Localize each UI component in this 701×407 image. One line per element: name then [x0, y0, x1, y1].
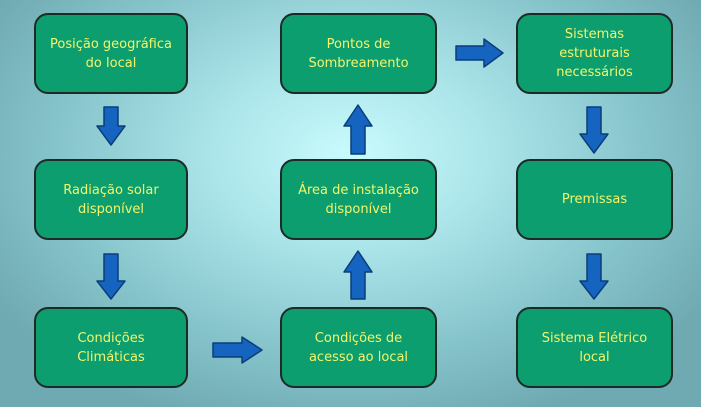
node-pontos-sombreamento: Pontos de Sombreamento: [280, 13, 437, 94]
arrow-down-icon: [96, 106, 126, 146]
node-radiacao-solar: Radiação solar disponível: [34, 159, 188, 240]
arrow-down-icon: [96, 253, 126, 300]
node-posicao-geografica: Posição geográfica do local: [34, 13, 188, 94]
node-sistemas-estruturais: Sistemas estruturais necessários: [516, 13, 673, 94]
arrow-up-icon: [343, 250, 373, 300]
node-condicoes-climaticas: Condições Climáticas: [34, 307, 188, 388]
arrow-right-icon: [212, 336, 263, 364]
node-sistema-eletrico: Sistema Elétrico local: [516, 307, 673, 388]
node-area-instalacao: Área de instalação disponível: [280, 159, 437, 240]
arrow-up-icon: [343, 104, 373, 155]
arrow-down-icon: [579, 253, 609, 300]
arrow-down-icon: [579, 106, 609, 154]
arrow-right-icon: [455, 38, 504, 68]
node-premissas: Premissas: [516, 159, 673, 240]
node-condicoes-acesso: Condições de acesso ao local: [280, 307, 437, 388]
